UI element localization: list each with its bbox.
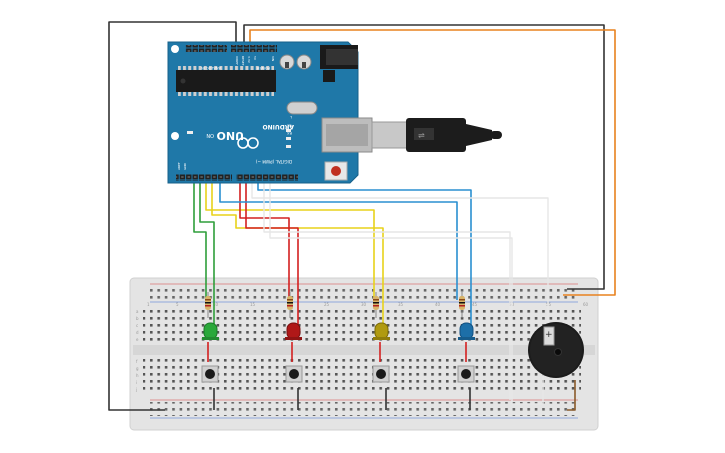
row-letter: e — [136, 337, 139, 342]
microcontroller-chip — [176, 70, 276, 92]
wire-red-2[interactable] — [245, 180, 299, 340]
column-number: 5 — [176, 302, 179, 307]
pin-label: RESET — [241, 56, 245, 66]
breadboard: 1 5 10 15 20 25 30 35 40 45 50 55 60 a b… — [129, 277, 599, 431]
arduino-logo — [237, 137, 259, 149]
buzzer-polarity-label: + — [545, 330, 553, 340]
board-model: UNO — [217, 129, 245, 142]
power-label: POWER — [256, 66, 270, 70]
push-button[interactable] — [457, 365, 475, 383]
pin-label: VIN — [271, 56, 275, 61]
power-header[interactable] — [231, 45, 277, 52]
row-letter: i — [136, 380, 137, 385]
led-green[interactable] — [202, 322, 219, 340]
wire-blue-1[interactable] — [219, 180, 458, 300]
column-number: 25 — [324, 302, 330, 307]
bottom-power-rail — [150, 402, 578, 416]
wire-white-2[interactable] — [269, 180, 544, 405]
push-button[interactable] — [372, 365, 390, 383]
column-number: 60 — [583, 302, 589, 307]
crystal — [286, 101, 318, 115]
resistors — [205, 292, 465, 318]
usb-chip — [323, 70, 335, 82]
row-letters: a b c d e f g h i j — [135, 309, 139, 392]
digital-header-1[interactable] — [176, 174, 232, 181]
wire-white-3[interactable] — [251, 180, 549, 330]
led-red[interactable] — [285, 322, 302, 340]
arduino-uno-board: UNO ARDUINO ON DIGITAL (PWM ~) ANALOG IN… — [167, 41, 373, 184]
usb-icon: ⇌ — [418, 131, 425, 140]
column-number: 1 — [147, 302, 150, 307]
power-pin-labels: IOREF RESET 3.3V 5V VIN — [235, 56, 275, 66]
analog-header[interactable] — [185, 45, 227, 52]
wires — [108, 21, 616, 411]
pin-label: GND — [183, 162, 187, 170]
pin-label: 3.3V — [247, 56, 251, 64]
column-number: 35 — [398, 302, 404, 307]
column-number: 45 — [472, 302, 478, 307]
led-yellow[interactable] — [373, 322, 390, 340]
wire-yellow-1[interactable] — [205, 180, 375, 300]
row-letter: c — [136, 323, 138, 328]
leds — [202, 322, 475, 340]
digital-header-2[interactable] — [236, 174, 298, 181]
column-number: 15 — [250, 302, 256, 307]
wire-yellow-2[interactable] — [211, 180, 384, 340]
board-brand: ARDUINO — [263, 123, 294, 130]
wire-blue-2[interactable] — [257, 180, 472, 340]
resistor[interactable] — [205, 292, 211, 318]
digital-pin-labels: AREF GND — [177, 162, 187, 170]
column-number: 30 — [361, 302, 367, 307]
center-channel — [133, 345, 595, 355]
column-number: 55 — [546, 302, 552, 307]
row-letter: d — [136, 330, 139, 335]
wire-white-1[interactable] — [263, 180, 511, 400]
on-label: ON — [206, 132, 214, 138]
pin-label: IOREF — [235, 56, 239, 65]
led-blue[interactable] — [458, 322, 475, 340]
pin-label: 5V — [253, 56, 257, 61]
analog-label: ANALOG IN — [201, 66, 221, 70]
pin-label: AREF — [177, 162, 181, 170]
wire-brown-buzzer[interactable] — [567, 380, 576, 411]
rx-label: RX — [287, 131, 292, 135]
row-letter: a — [136, 309, 139, 314]
wire-black-gnd[interactable] — [108, 21, 237, 411]
wire-orange-rail[interactable] — [249, 29, 616, 296]
resistor[interactable] — [459, 292, 465, 318]
resistor[interactable] — [287, 292, 293, 318]
row-letter: g — [136, 366, 139, 371]
tx-label: TX — [287, 123, 293, 127]
digital-label: DIGITAL (PWM ~) — [256, 159, 292, 164]
usb-cable: ⇌ — [371, 118, 502, 152]
row-letter: f — [136, 359, 138, 364]
column-number: 10 — [213, 302, 219, 307]
wire-black-rail[interactable] — [243, 24, 605, 290]
push-buttons — [201, 365, 475, 383]
wire-green-2[interactable] — [199, 180, 215, 340]
row-letter: b — [136, 316, 139, 321]
column-number: 40 — [435, 302, 441, 307]
l-label: L — [290, 115, 292, 119]
resistor[interactable] — [373, 292, 379, 318]
push-button[interactable] — [201, 365, 219, 383]
piezo-buzzer[interactable]: + — [528, 322, 584, 378]
row-letter: h — [136, 373, 139, 378]
row-letter: j — [135, 387, 137, 392]
push-button[interactable] — [285, 365, 303, 383]
wire-green-1[interactable] — [193, 180, 207, 300]
